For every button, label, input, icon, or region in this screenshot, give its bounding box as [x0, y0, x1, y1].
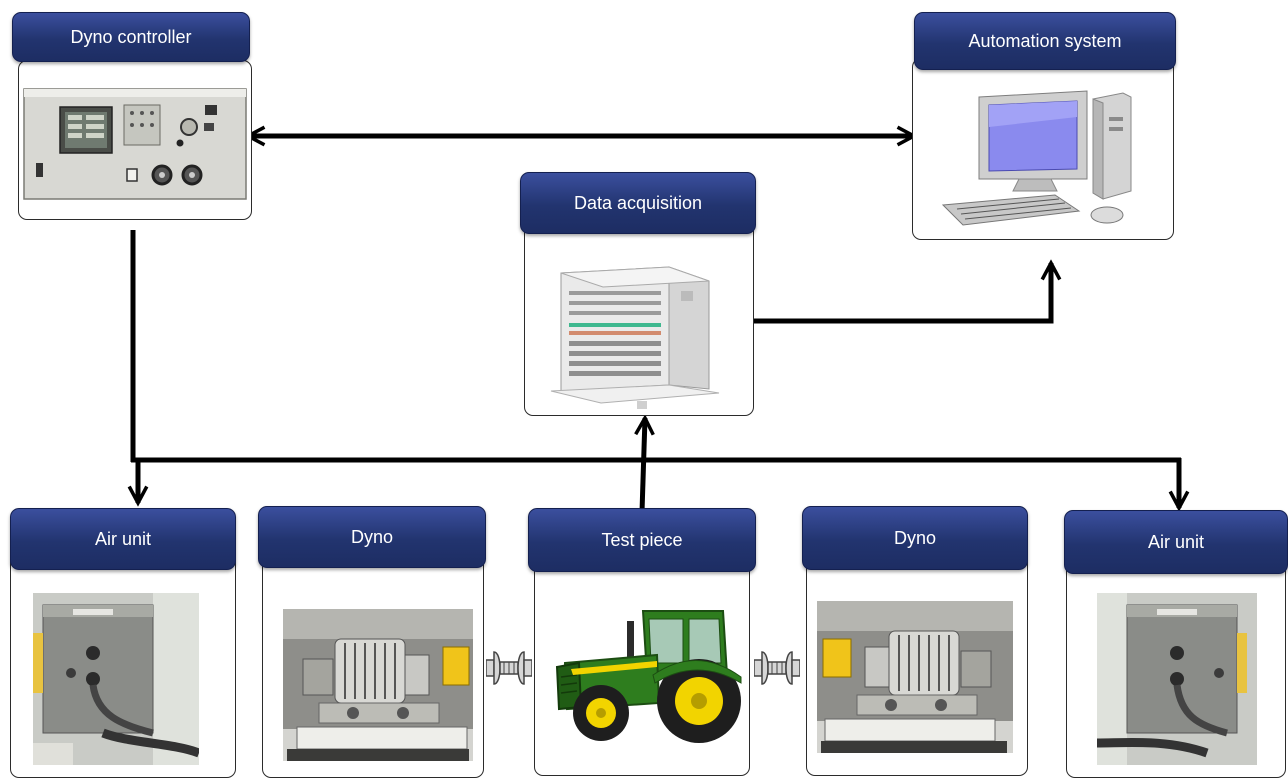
- data-acquisition-card: [524, 210, 754, 416]
- test-piece-card: [534, 540, 750, 776]
- automation-system-card: [912, 58, 1174, 240]
- test-piece-title: Test piece: [528, 508, 756, 572]
- dyno-right-card: [806, 534, 1028, 776]
- dyno-left-card: [262, 532, 484, 778]
- coupling-left-icon: [486, 651, 532, 685]
- dyno-left-title: Dyno: [258, 506, 486, 568]
- air-unit-left-card: [10, 532, 236, 778]
- daq-automation-arrow: [754, 263, 1051, 324]
- dynamometer-icon: [283, 609, 473, 761]
- desktop-computer-icon: [941, 90, 1132, 226]
- daq-rack-icon: [550, 266, 720, 409]
- dynamometer-icon: [817, 601, 1013, 753]
- air-unit-box-icon: [33, 593, 199, 765]
- dyno-controller-title: Dyno controller: [12, 12, 250, 62]
- test-piece-daq-arrow: [642, 418, 645, 513]
- air-unit-left-title: Air unit: [10, 508, 236, 570]
- air-unit-box-icon: [1097, 593, 1257, 765]
- dyno-right-title: Dyno: [802, 506, 1028, 570]
- tractor-icon: [555, 610, 742, 743]
- air-unit-right-title: Air unit: [1064, 510, 1288, 574]
- automation-system-title: Automation system: [914, 12, 1176, 70]
- air-unit-right-card: [1066, 536, 1286, 778]
- dyno-controller-device-icon: [23, 88, 247, 200]
- dyno-controller-card: [18, 60, 252, 220]
- coupling-right-icon: [754, 651, 800, 685]
- data-acquisition-title: Data acquisition: [520, 172, 756, 234]
